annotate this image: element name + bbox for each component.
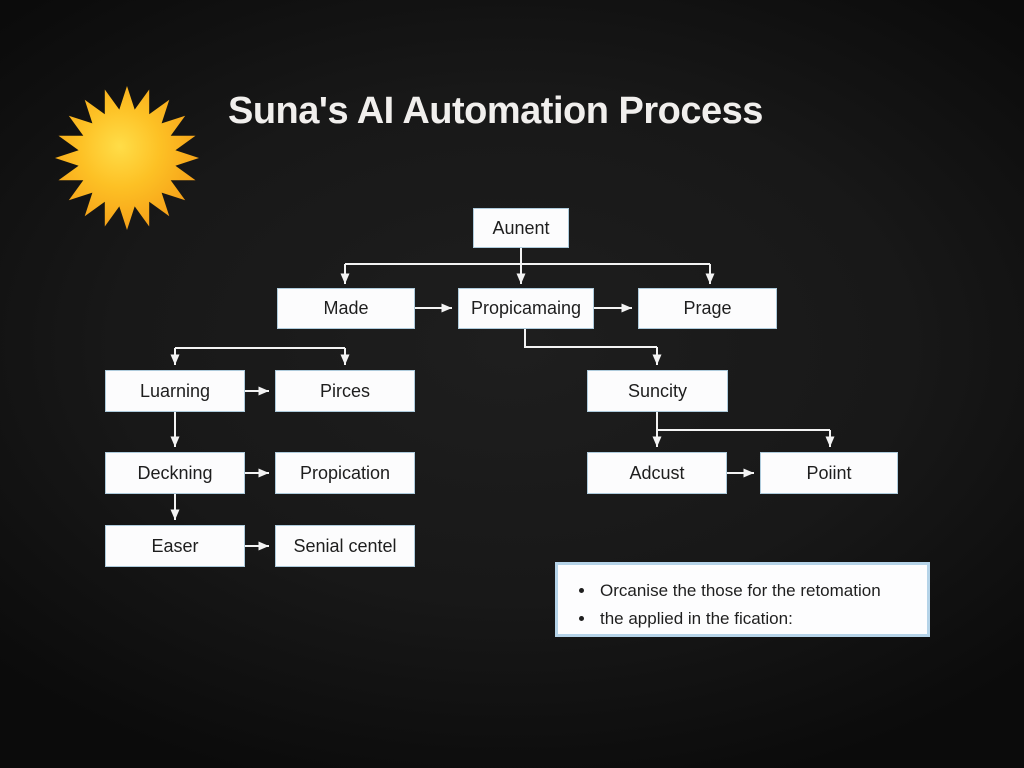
flow-node-aunent: Aunent <box>473 208 569 248</box>
flow-node-propication: Propication <box>275 452 415 494</box>
notes-bullet-list: Orcanise the those for the retomation th… <box>558 577 927 633</box>
flow-node-prage: Prage <box>638 288 777 329</box>
flow-node-propicamaing: Propicamaing <box>458 288 594 329</box>
flow-node-pirces: Pirces <box>275 370 415 412</box>
flow-node-poiint: Poiint <box>760 452 898 494</box>
flow-node-adcust: Adcust <box>587 452 727 494</box>
flow-node-deckning: Deckning <box>105 452 245 494</box>
notes-bullet-item: Orcanise the those for the retomation <box>596 577 927 605</box>
notes-callout-box: Orcanise the those for the retomation th… <box>555 562 930 637</box>
sun-starburst-icon <box>55 86 199 230</box>
flow-node-senial-centel: Senial centel <box>275 525 415 567</box>
flow-node-made: Made <box>277 288 415 329</box>
page-title: Suna's AI Automation Process <box>228 90 763 132</box>
flow-node-luarning: Luarning <box>105 370 245 412</box>
flow-node-easer: Easer <box>105 525 245 567</box>
flow-node-suncity: Suncity <box>587 370 728 412</box>
notes-bullet-item: the applied in the fication: <box>596 605 927 633</box>
